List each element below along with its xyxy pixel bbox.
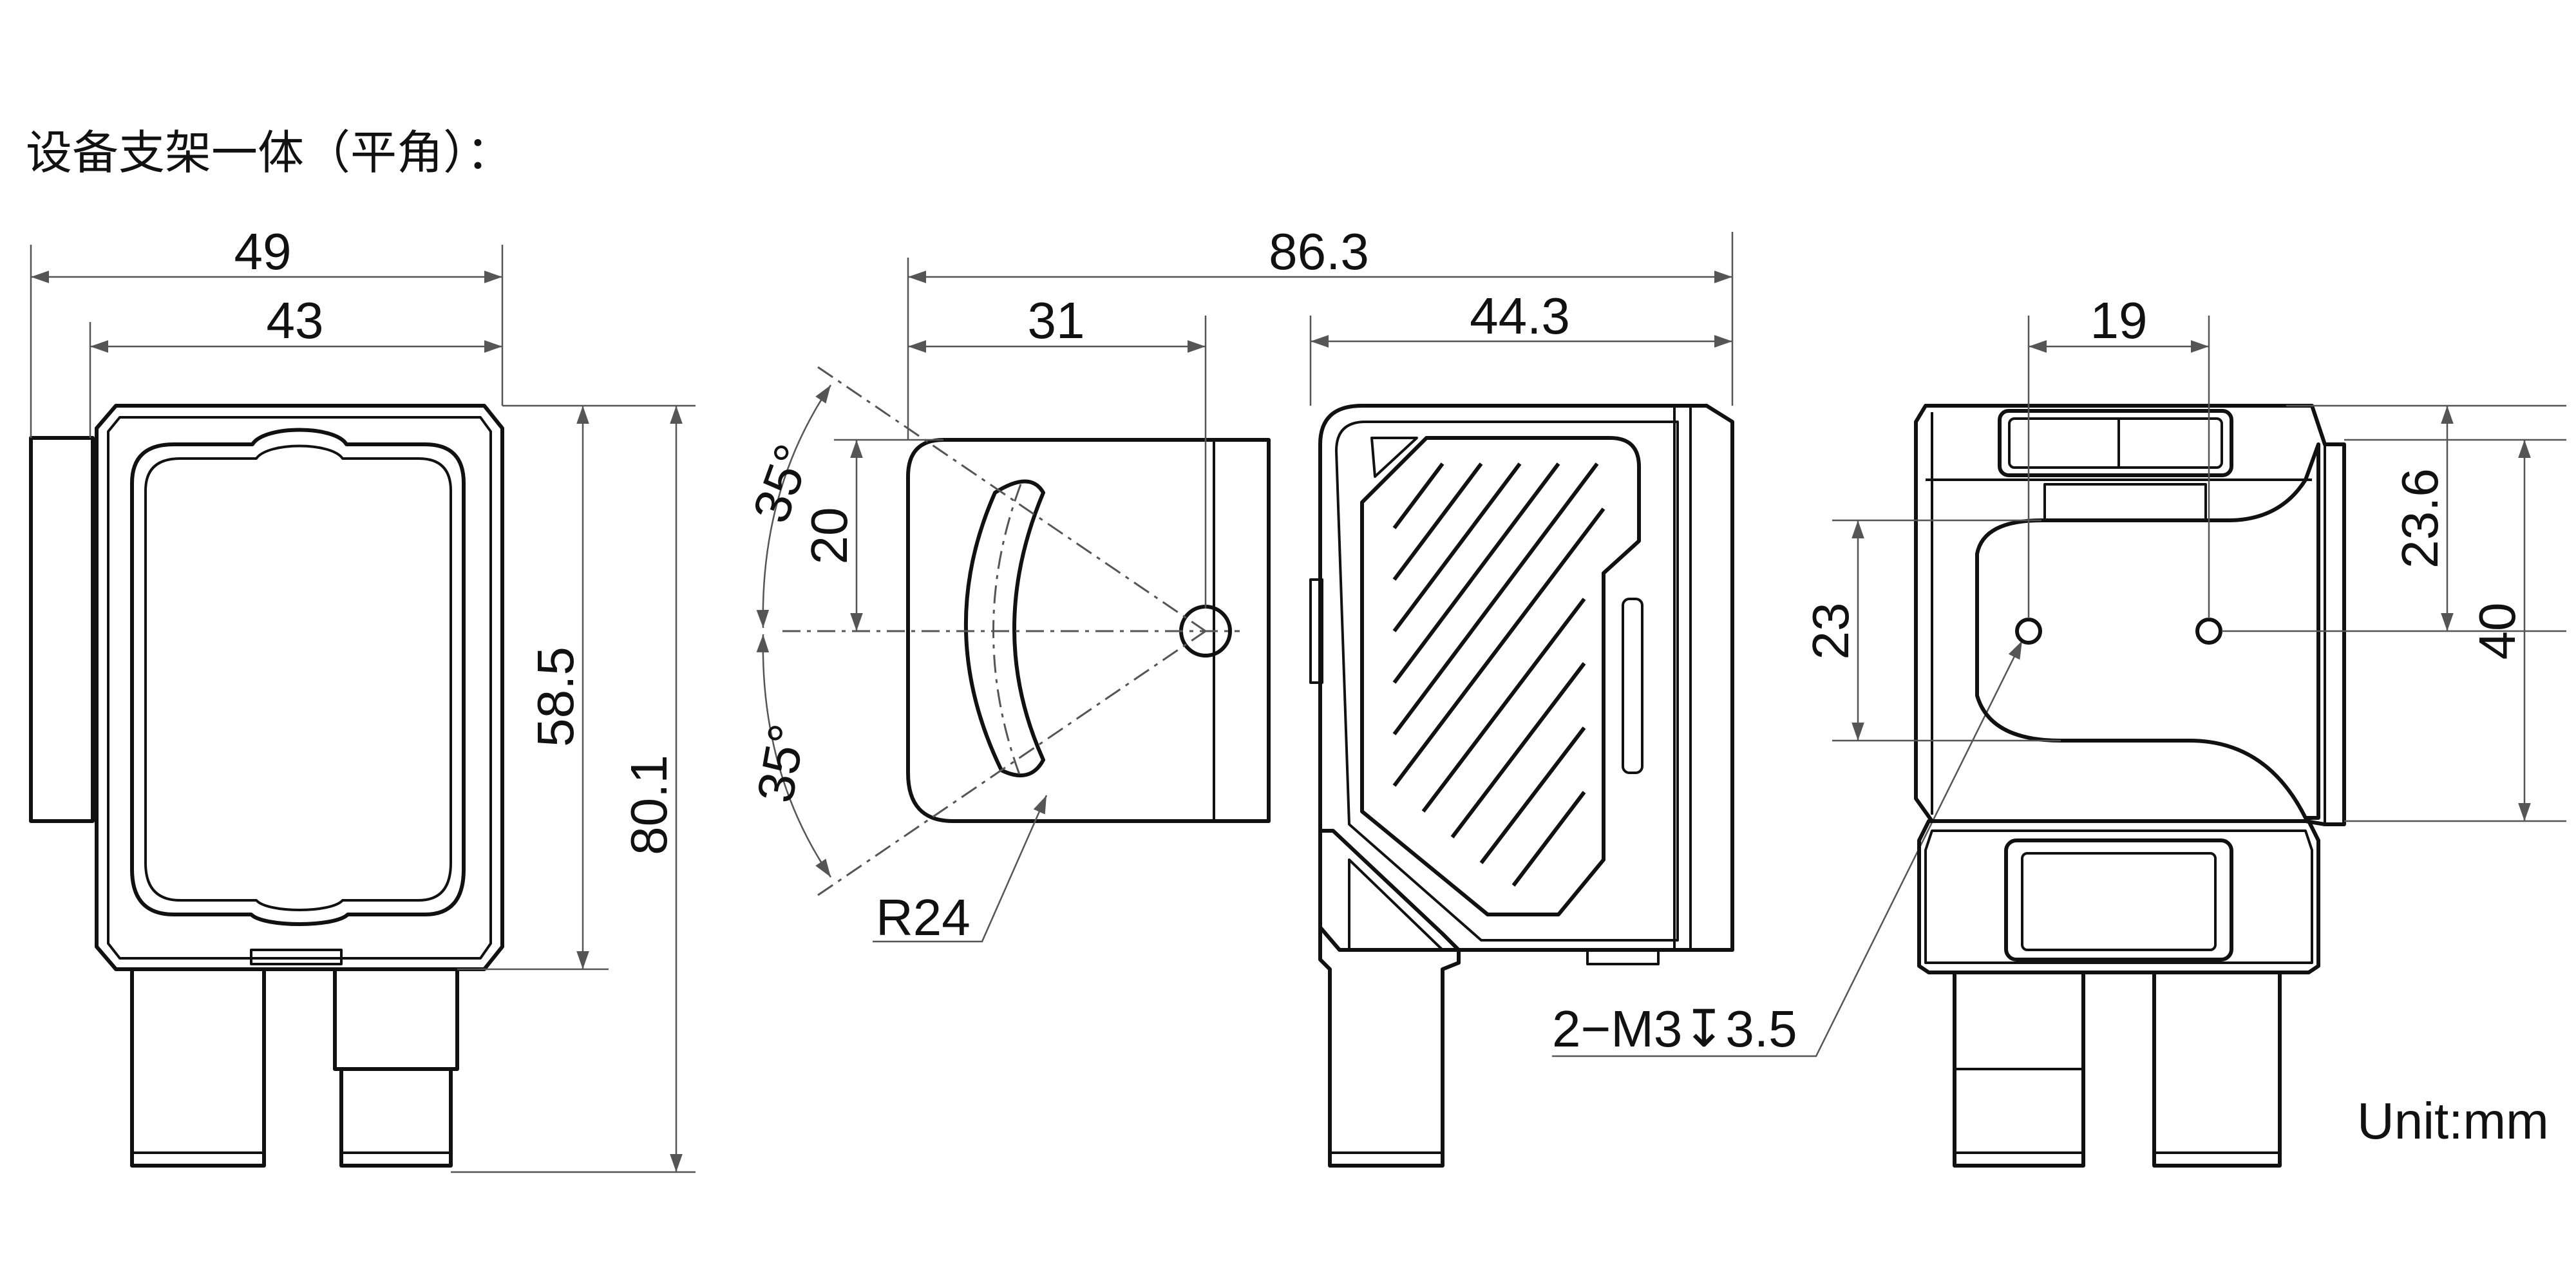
- side-cooling-fins: [1392, 462, 1605, 887]
- dim-front-49: 49: [234, 223, 292, 280]
- front-connector-right: [333, 967, 459, 1071]
- rear-hole-left: [2015, 618, 2042, 645]
- dim-rear-23-6: 23.6: [2391, 468, 2448, 569]
- side-fin-panel: [1360, 436, 1641, 916]
- front-window: [130, 428, 466, 926]
- drawing-title: 设备支架一体（平角）：: [26, 126, 513, 180]
- side-view: 86.3 31 44.3 20 35° 35° R24 2−M3↧3.5: [742, 223, 2023, 1168]
- front-body: [95, 404, 504, 971]
- side-arc-slot: [963, 479, 1045, 777]
- front-left-flange: [29, 436, 95, 823]
- dim-rear-19: 19: [2090, 292, 2148, 349]
- rear-top-window: [1998, 409, 2233, 477]
- side-connector: [1318, 829, 1461, 1168]
- dim-rear-40: 40: [2468, 603, 2526, 660]
- dim-side-angle-bottom: 35°: [746, 720, 817, 807]
- unit-label: Unit:mm: [2357, 1092, 2549, 1150]
- dim-side-20: 20: [800, 507, 858, 565]
- side-bracket-plate: [906, 438, 1271, 823]
- dim-front-43: 43: [267, 292, 324, 349]
- front-connector-left: [130, 967, 266, 1168]
- dim-side-44-3: 44.3: [1470, 287, 1570, 345]
- dim-front-80-1: 80.1: [620, 755, 677, 855]
- rear-lower-body: [1917, 819, 2320, 974]
- dim-side-31: 31: [1028, 292, 1085, 349]
- dim-rear-23: 23: [1802, 603, 1859, 660]
- rear-connector-right: [2152, 971, 2282, 1168]
- front-view: 49 43 58.5 80.1: [29, 223, 696, 1173]
- dim-front-58-5: 58.5: [527, 647, 584, 747]
- thread-note: 2−M3↧3.5: [1552, 1000, 1797, 1057]
- rear-view: 19 23 23.6 40: [1802, 292, 2566, 1168]
- dim-side-86-3: 86.3: [1269, 223, 1369, 280]
- dim-side-r24: R24: [876, 889, 971, 946]
- rear-lower-window: [2004, 838, 2233, 961]
- rear-hole-right: [2195, 618, 2222, 645]
- side-camera-body: [1318, 404, 1734, 952]
- rear-plate: [1975, 442, 2320, 820]
